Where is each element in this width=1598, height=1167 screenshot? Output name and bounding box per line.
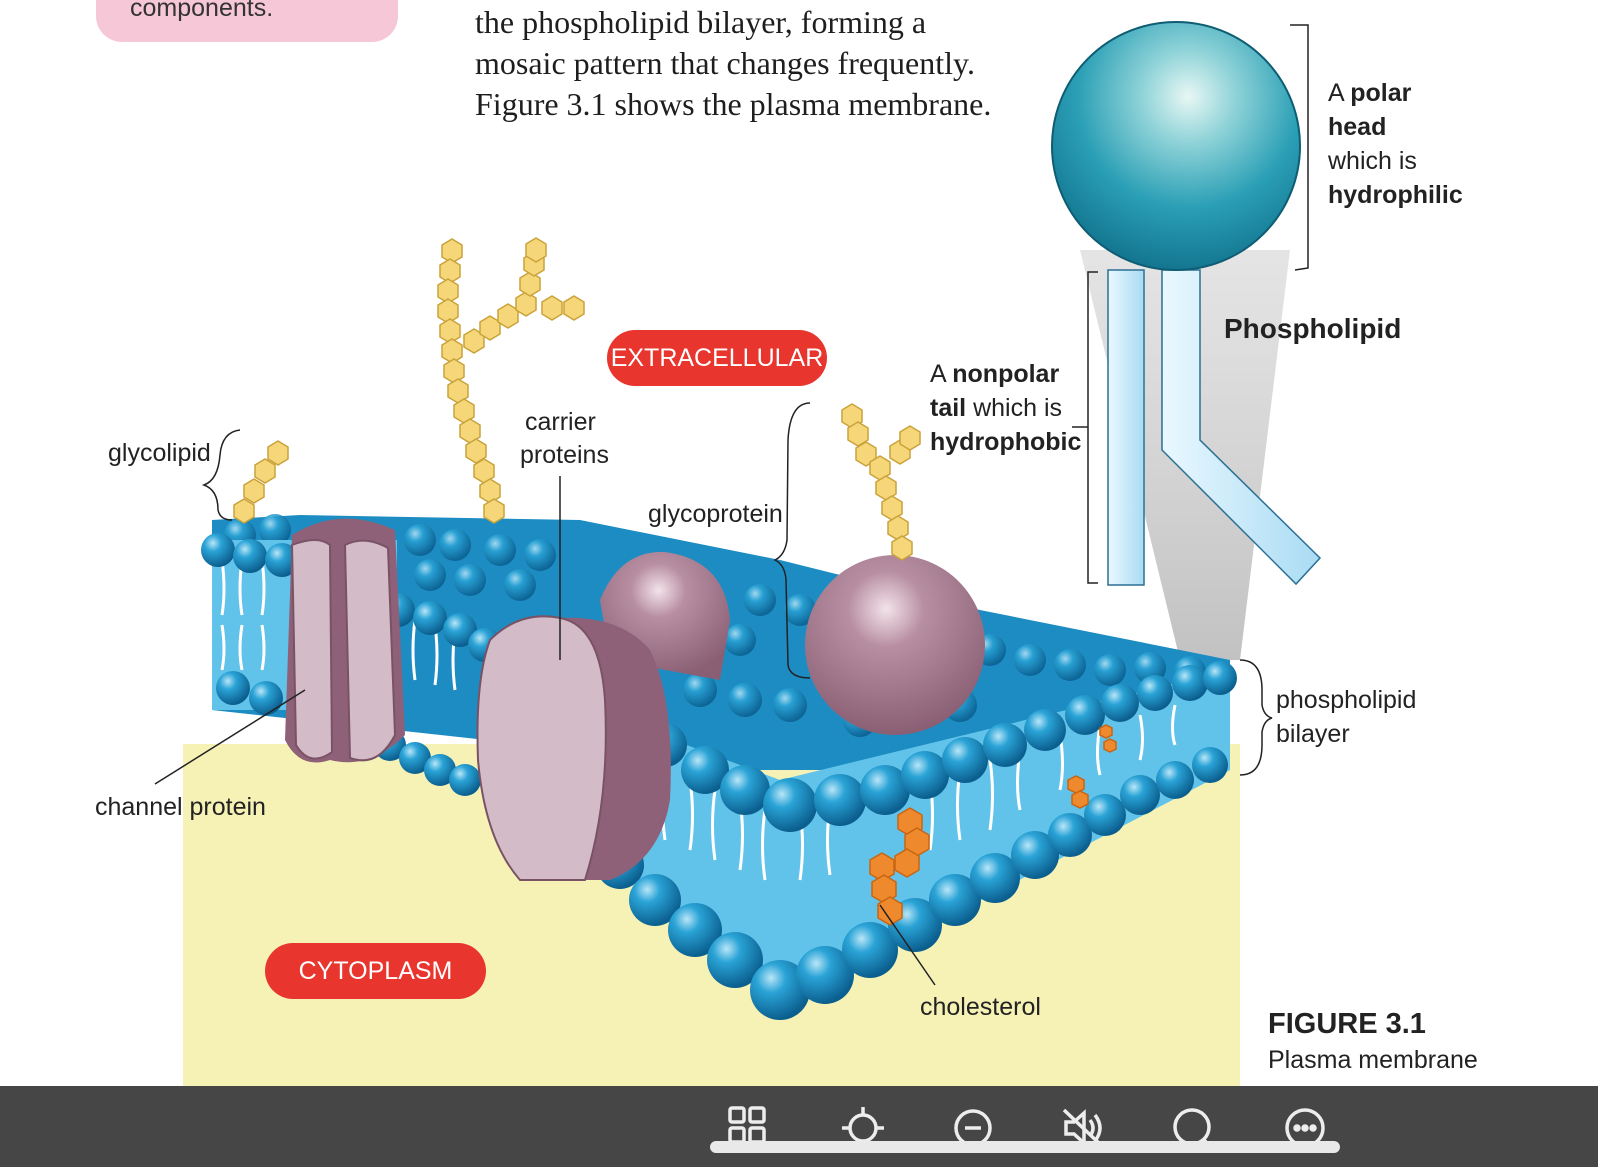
tail-label-which-is: which is — [973, 394, 1062, 422]
glycoprotein-shape — [805, 555, 985, 735]
channel-protein-shape — [285, 519, 405, 763]
phospholipid-bilayer-label-line2: bilayer — [1276, 720, 1350, 749]
head-label-a: A — [1328, 79, 1343, 107]
head-label-hydrophilic: hydrophilic — [1328, 178, 1463, 212]
phospholipid-tail-straight — [1108, 270, 1144, 585]
phospholipid-head — [1052, 22, 1300, 270]
cytoplasm-label: CYTOPLASM — [265, 943, 486, 999]
polar-head-label: A polar head which is hydrophilic — [1328, 76, 1463, 212]
head-label-which-is: which is — [1328, 144, 1463, 178]
cholesterol-label: cholesterol — [920, 993, 1041, 1022]
channel-protein-label: channel protein — [95, 793, 266, 822]
nonpolar-tail-label: A nonpolar tail which is hydrophobic — [930, 357, 1081, 459]
figure-caption: Plasma membrane — [1268, 1046, 1478, 1075]
figure-number: FIGURE 3.1 — [1268, 1008, 1426, 1041]
carrier-proteins-label-line1: carrier — [525, 408, 596, 437]
phospholipid-bilayer-label-line1: phospholipid — [1276, 686, 1416, 715]
horizontal-scrollbar[interactable] — [710, 1141, 1340, 1153]
carrier-protein-front — [478, 616, 671, 880]
sugar-chains — [234, 238, 920, 560]
glycolipid-label: glycolipid — [108, 439, 211, 468]
phospholipid-title: Phospholipid — [1224, 313, 1401, 345]
tail-label-tail: tail — [930, 394, 966, 422]
glycoprotein-label: glycoprotein — [648, 500, 783, 529]
bottom-toolbar — [0, 1086, 1598, 1167]
carrier-proteins-label-line2: proteins — [520, 441, 609, 470]
extracellular-label: EXTRACELLULAR — [607, 330, 827, 386]
tail-label-nonpolar: nonpolar — [952, 360, 1059, 388]
tail-label-hydrophobic: hydrophobic — [930, 425, 1081, 459]
tail-label-a: A — [930, 360, 945, 388]
head-label-head: head — [1328, 110, 1463, 144]
head-label-polar: polar — [1350, 79, 1411, 107]
